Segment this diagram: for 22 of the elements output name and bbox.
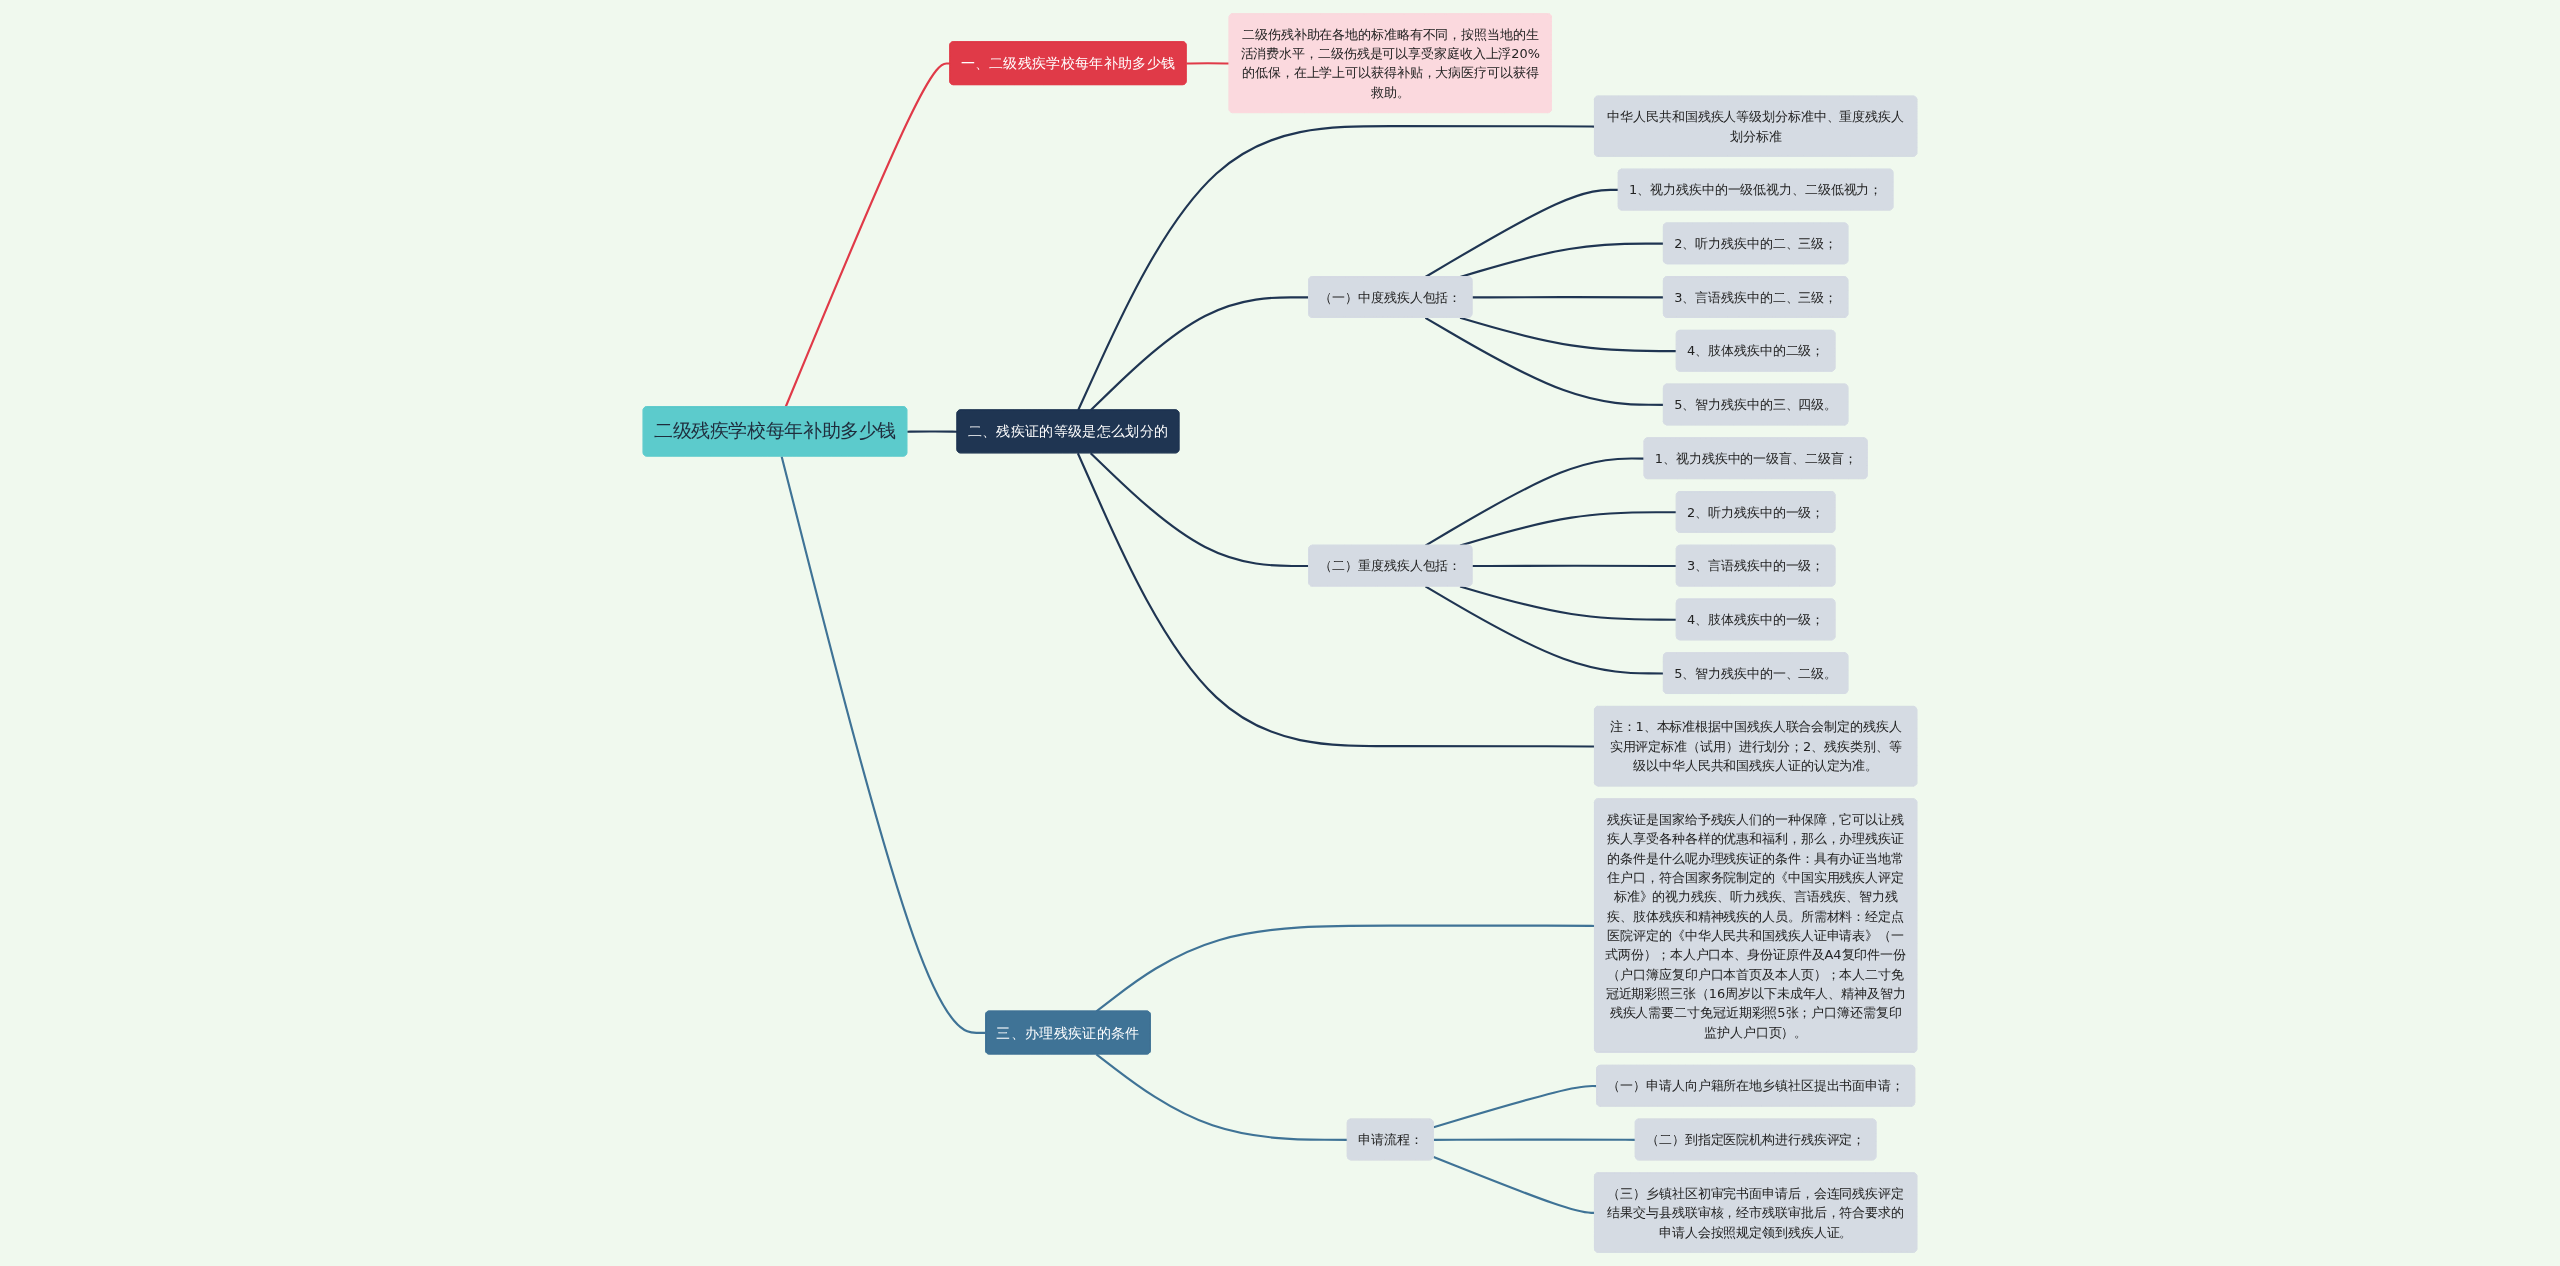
connector xyxy=(1424,316,1664,406)
connector xyxy=(1095,1053,1348,1141)
connector xyxy=(780,456,986,1034)
connector xyxy=(1089,452,1309,568)
connector xyxy=(1089,296,1309,411)
connector xyxy=(1459,316,1677,353)
connector xyxy=(1472,296,1664,299)
connector xyxy=(907,430,958,433)
connector xyxy=(1424,457,1645,547)
connector xyxy=(1472,564,1677,568)
connector xyxy=(1076,452,1595,748)
connector xyxy=(1433,1138,1636,1141)
connector xyxy=(1186,62,1230,65)
connector xyxy=(1459,511,1677,547)
connector xyxy=(1077,125,1595,411)
connector xyxy=(1424,585,1664,675)
connector xyxy=(1433,1156,1595,1214)
connector xyxy=(784,62,951,408)
connector xyxy=(1459,585,1677,621)
connector xyxy=(1424,188,1619,278)
connector xyxy=(1095,924,1595,1013)
connector xyxy=(1433,1084,1597,1129)
